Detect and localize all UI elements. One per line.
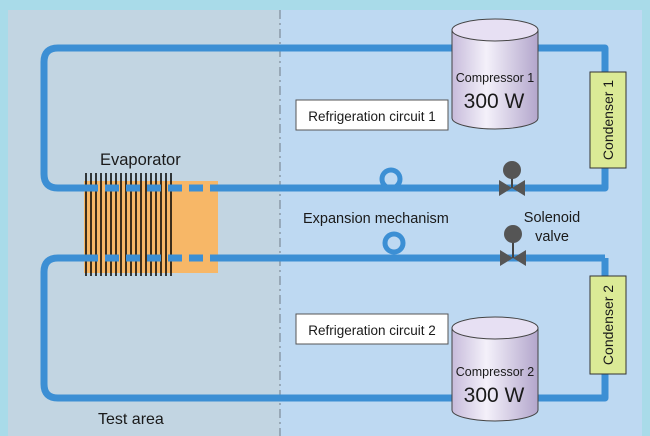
circuit-2-pipe <box>40 254 609 402</box>
condenser-1-label: Condenser 1 <box>600 80 616 160</box>
solenoid-valve-label-line1: Solenoid <box>524 210 580 226</box>
circuit-2-label-box: Refrigeration circuit 2 <box>295 313 449 345</box>
circuit-1-pipe <box>40 44 609 192</box>
expansion-loop-1 <box>379 167 403 191</box>
solenoid-valve-2 <box>500 225 526 266</box>
compressor-1: Compressor 1 300 W <box>451 18 539 130</box>
compressor-2-name: Compressor 2 <box>456 365 535 379</box>
compressor-1-name: Compressor 1 <box>456 71 535 85</box>
circuit-2-label: Refrigeration circuit 2 <box>308 323 436 338</box>
circuit-1-label: Refrigeration circuit 1 <box>308 109 436 124</box>
condenser-1: Condenser 1 <box>589 71 627 169</box>
condenser-2-label: Condenser 2 <box>600 285 616 365</box>
circuit-1-label-box: Refrigeration circuit 1 <box>295 99 449 131</box>
condenser-2: Condenser 2 <box>589 275 627 375</box>
evaporator-inner-tubes <box>84 184 218 262</box>
solenoid-valve-label-line2: valve <box>535 229 569 245</box>
expansion-mechanism-label: Expansion mechanism <box>303 211 449 227</box>
solenoid-valve-1 <box>499 161 525 196</box>
expansion-loop-2 <box>382 231 406 255</box>
pipes <box>40 44 609 402</box>
compressor-2: Compressor 2 300 W <box>451 316 539 422</box>
compressor-1-power: 300 W <box>464 90 525 113</box>
test-area-label: Test area <box>98 411 164 428</box>
compressor-2-power: 300 W <box>464 384 525 407</box>
evaporator-label: Evaporator <box>100 151 181 169</box>
